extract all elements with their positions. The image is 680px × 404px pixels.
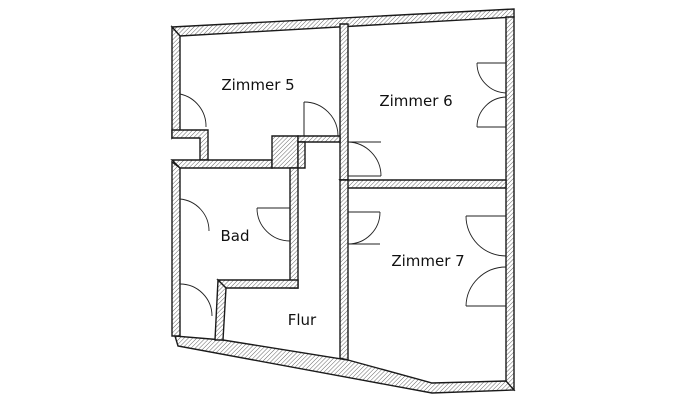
wall-z5-bottom — [170, 159, 273, 169]
door-z6-left — [347, 141, 382, 177]
wall-flur-left — [214, 278, 227, 341]
door-z7-left — [347, 211, 381, 245]
door-z5-left — [179, 93, 207, 128]
wall-z6-z7 — [338, 179, 507, 189]
wall-left-lower — [171, 160, 181, 337]
door-z5-flur — [303, 101, 339, 137]
wall-bad-bottom — [216, 279, 299, 289]
wall-right — [505, 16, 515, 392]
wall-bad-right — [289, 167, 299, 289]
wall-left-step — [171, 129, 209, 161]
wall-flur-left-upper — [297, 141, 306, 169]
doors — [179, 62, 507, 317]
wall-chunk — [271, 135, 299, 169]
wall-bottom — [174, 335, 516, 394]
interior-walls — [170, 23, 507, 361]
door-z6-right — [476, 62, 507, 128]
door-bad-right — [256, 207, 291, 242]
room-label-zimmer6: Zimmer 6 — [379, 92, 452, 110]
wall-z7-left — [339, 179, 349, 361]
room-label-zimmer5: Zimmer 5 — [221, 76, 294, 94]
room-label-bad: Bad — [220, 227, 249, 245]
room-label-zimmer7: Zimmer 7 — [391, 252, 464, 270]
wall-flur-top — [297, 135, 341, 143]
door-bad-left-top — [179, 198, 210, 232]
wall-z5-z6 — [339, 23, 349, 181]
wall-left-upper — [171, 25, 181, 140]
door-z7-right — [465, 215, 507, 307]
door-bad-left-bottom — [179, 283, 213, 317]
room-label-flur: Flur — [288, 311, 317, 329]
